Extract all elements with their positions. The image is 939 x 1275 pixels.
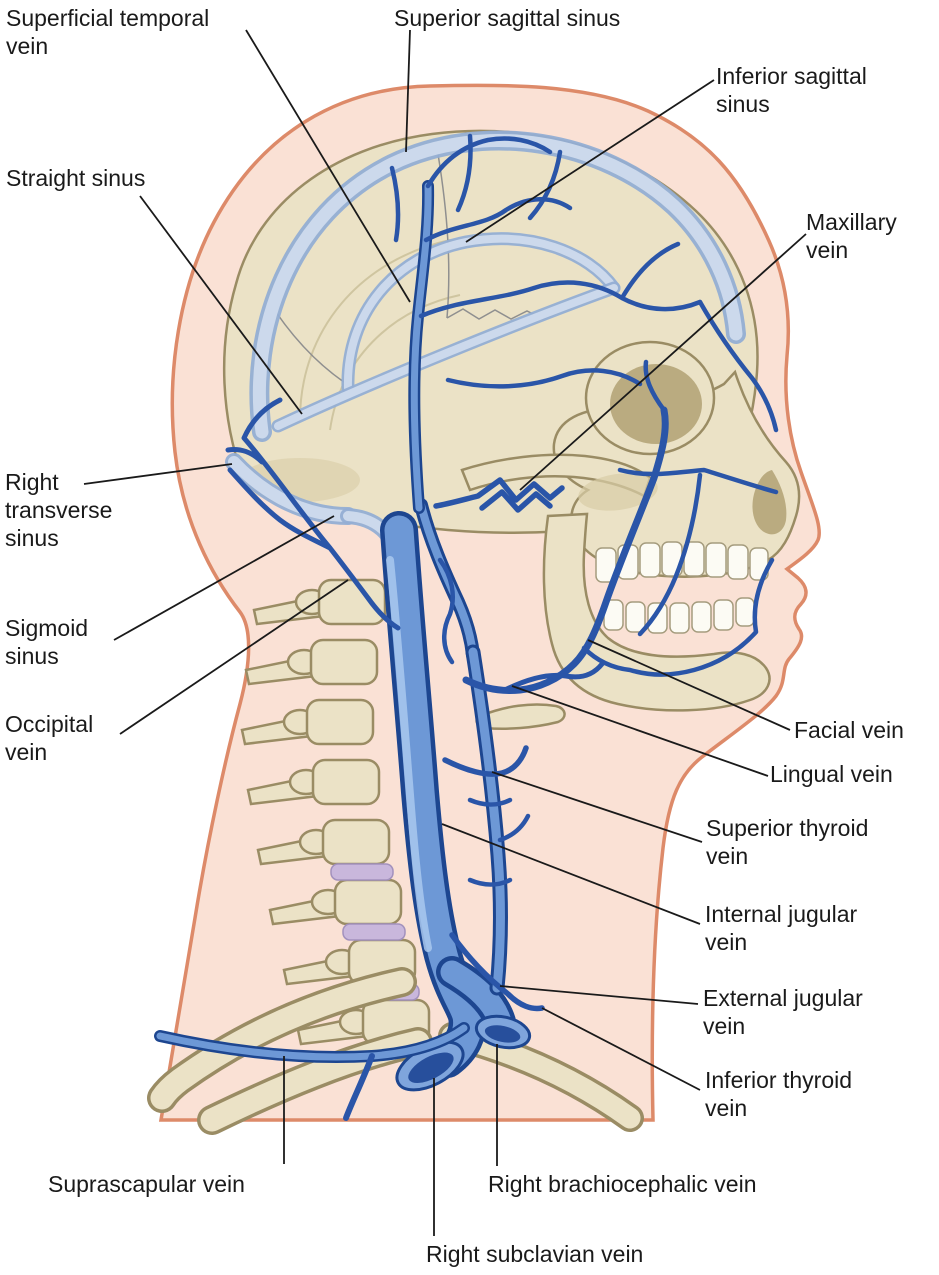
- brachiocephalic-opening: [474, 1014, 532, 1050]
- leader-external-jugular-vein: [499, 985, 699, 1005]
- label-maxillary-vein: Maxillary vein: [806, 209, 897, 264]
- label-internal-jugular-vein: Internal jugular vein: [705, 901, 858, 956]
- leader-lines: [83, 29, 807, 1236]
- label-right-brachiocephalic-vein: Right brachiocephalic vein: [488, 1171, 757, 1197]
- leader-inferior-sagittal-sinus: [465, 79, 715, 243]
- cervical-vertebrae: [240, 578, 434, 1061]
- superior-thyroid-path: [442, 745, 529, 777]
- inferior-thyroid-path: [449, 932, 545, 1012]
- label-straight-sinus: Straight sinus: [6, 165, 146, 191]
- leader-sigmoid-sinus: [113, 515, 335, 641]
- leader-inferior-thyroid-vein: [541, 1007, 701, 1091]
- teeth-upper: [595, 541, 769, 583]
- leader-right-transverse-sinus: [83, 463, 233, 485]
- maxillary-plexus: [433, 477, 565, 513]
- label-inferior-sagittal-sinus: Inferior sagittal sinus: [716, 63, 867, 118]
- label-occipital-vein: Occipital vein: [5, 711, 94, 766]
- leader-occipital-vein: [119, 579, 349, 735]
- neck-small-branches: [437, 557, 531, 887]
- label-superficial-temporal-vein: Superficial temporal vein: [6, 5, 210, 60]
- leader-superior-thyroid-vein: [491, 771, 703, 843]
- leader-maxillary-vein: [519, 233, 807, 491]
- label-inferior-thyroid-vein: Inferior thyroid vein: [705, 1067, 853, 1122]
- label-lingual-vein: Lingual vein: [770, 761, 893, 787]
- label-superior-sagittal-sinus: Superior sagittal sinus: [394, 5, 621, 31]
- leader-facial-vein: [587, 639, 791, 731]
- label-right-subclavian-vein: Right subclavian vein: [426, 1241, 644, 1267]
- label-right-transverse-sinus: Right transverse sinus: [5, 469, 113, 552]
- label-superior-thyroid-vein: Superior thyroid vein: [706, 815, 869, 870]
- label-facial-vein: Facial vein: [794, 717, 904, 743]
- label-external-jugular-vein: External jugular vein: [703, 985, 863, 1040]
- leader-straight-sinus: [139, 195, 303, 415]
- leader-lingual-vein: [511, 685, 769, 777]
- teeth-lower: [603, 597, 755, 634]
- face-network: [581, 299, 779, 677]
- label-suprascapular-vein: Suprascapular vein: [48, 1171, 245, 1197]
- lingual-vein-path: [502, 661, 605, 693]
- leader-internal-jugular-vein: [441, 823, 701, 925]
- veins: [154, 133, 779, 1121]
- label-sigmoid-sinus: Sigmoid sinus: [5, 615, 89, 670]
- temporal-vein-branches: [389, 133, 703, 389]
- occipital-vein-branches: [225, 397, 401, 631]
- leader-superior-sagittal-sinus: [405, 29, 411, 153]
- leader-superficial-temporal-vein: [245, 29, 411, 303]
